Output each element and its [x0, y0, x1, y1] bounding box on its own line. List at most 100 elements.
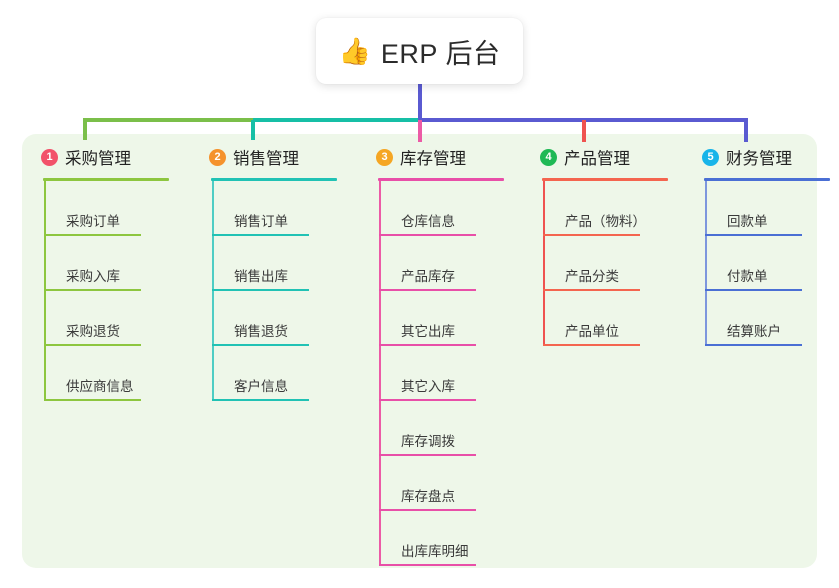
branch-header-2[interactable]: 2 销售管理	[193, 144, 356, 170]
leaf-item-rule	[705, 289, 802, 291]
leaf-item-rule	[705, 344, 802, 346]
leaf-item-label: 产品（物料）	[565, 214, 646, 229]
leaf-item-label: 结算账户	[727, 324, 781, 339]
branch-title-5: 财务管理	[726, 150, 792, 168]
leaf-item[interactable]: 销售订单	[212, 181, 356, 236]
leaf-item[interactable]: 出库库明细	[379, 511, 523, 566]
branch-title-3: 库存管理	[400, 150, 466, 168]
branch-stem-5	[705, 181, 707, 346]
leaf-item-label: 库存调拨	[401, 434, 455, 449]
leaf-item-rule	[379, 289, 476, 291]
branch-leaf-list-4: 产品（物料） 产品分类产品单位	[524, 181, 687, 346]
leaf-item-rule	[44, 289, 141, 291]
leaf-item-rule	[379, 344, 476, 346]
leaf-item[interactable]: 供应商信息	[44, 346, 188, 401]
leaf-item[interactable]: 采购退货	[44, 291, 188, 346]
branch-header-3[interactable]: 3 库存管理	[360, 144, 523, 170]
leaf-item-label: 销售退货	[234, 324, 288, 339]
branch-title-4: 产品管理	[564, 150, 630, 168]
branch-header-1[interactable]: 1 采购管理	[25, 144, 188, 170]
leaf-item[interactable]: 库存盘点	[379, 456, 523, 511]
leaf-item-rule	[379, 399, 476, 401]
branch-column-2: 2 销售管理 销售订单销售出库销售退货客户信息	[193, 144, 356, 401]
leaf-item-label: 产品单位	[565, 324, 619, 339]
leaf-item-label: 客户信息	[234, 379, 288, 394]
leaf-item-label: 仓库信息	[401, 214, 455, 229]
leaf-item-rule	[705, 234, 802, 236]
leaf-item-label: 其它入库	[401, 379, 455, 394]
leaf-item-label: 其它出库	[401, 324, 455, 339]
branch-number-badge-2: 2	[209, 148, 226, 166]
leaf-item[interactable]: 销售退货	[212, 291, 356, 346]
branch-rule-1	[43, 178, 169, 181]
branch-leaf-list-5: 回款单付款单结算账户	[686, 181, 839, 346]
branch-rule-4	[542, 178, 668, 181]
leaf-item-label: 回款单	[727, 214, 768, 229]
leaf-item[interactable]: 其它出库	[379, 291, 523, 346]
branch-rule-2	[211, 178, 337, 181]
leaf-item[interactable]: 仓库信息	[379, 181, 523, 236]
leaf-item-rule	[212, 344, 309, 346]
leaf-item-label: 采购入库	[66, 269, 120, 284]
leaf-item-rule	[212, 399, 309, 401]
branch-header-4[interactable]: 4 产品管理	[524, 144, 687, 170]
leaf-item-label: 库存盘点	[401, 489, 455, 504]
leaf-item[interactable]: 销售出库	[212, 236, 356, 291]
leaf-item-rule	[212, 234, 309, 236]
root-title-text: ERP 后台	[380, 38, 501, 69]
branch-header-5[interactable]: 5 财务管理	[686, 144, 839, 170]
branch-leaf-list-1: 采购订单采购入库采购退货供应商信息	[25, 181, 188, 401]
leaf-item-label: 销售出库	[234, 269, 288, 284]
leaf-item-label: 供应商信息	[66, 379, 134, 394]
leaf-item-label: 产品分类	[565, 269, 619, 284]
leaf-item[interactable]: 回款单	[705, 181, 839, 236]
branch-column-5: 5 财务管理 回款单付款单结算账户	[686, 144, 839, 346]
branch-leaf-list-3: 仓库信息产品库存其它出库其它入库库存调拨库存盘点出库库明细	[360, 181, 523, 566]
branch-rule-3	[378, 178, 504, 181]
branch-number-badge-3: 3	[376, 148, 393, 166]
branch-leaf-list-2: 销售订单销售出库销售退货客户信息	[193, 181, 356, 401]
branch-stem-3	[379, 181, 381, 566]
leaf-item[interactable]: 客户信息	[212, 346, 356, 401]
branch-number-badge-1: 1	[41, 148, 58, 166]
leaf-item-rule	[543, 344, 640, 346]
root-title-card[interactable]: 👍 ERP 后台	[316, 18, 523, 84]
leaf-item[interactable]: 结算账户	[705, 291, 839, 346]
leaf-item-label: 销售订单	[234, 214, 288, 229]
leaf-item[interactable]: 付款单	[705, 236, 839, 291]
leaf-item-rule	[44, 399, 141, 401]
leaf-item[interactable]: 库存调拨	[379, 401, 523, 456]
leaf-item[interactable]: 产品库存	[379, 236, 523, 291]
leaf-item-rule	[44, 234, 141, 236]
leaf-item-label: 出库库明细	[401, 544, 469, 559]
leaf-item[interactable]: 采购入库	[44, 236, 188, 291]
leaf-item-rule	[379, 454, 476, 456]
leaf-item-rule	[379, 234, 476, 236]
leaf-item-rule	[379, 509, 476, 511]
branch-stem-1	[44, 181, 46, 401]
branch-stem-2	[212, 181, 214, 401]
branch-column-1: 1 采购管理 采购订单采购入库采购退货供应商信息	[25, 144, 188, 401]
leaf-item[interactable]: 产品（物料）	[543, 181, 687, 236]
leaf-item[interactable]: 采购订单	[44, 181, 188, 236]
leaf-item-label: 采购订单	[66, 214, 120, 229]
branch-column-4: 4 产品管理 产品（物料） 产品分类产品单位	[524, 144, 687, 346]
branch-number-badge-4: 4	[540, 148, 557, 166]
branch-column-3: 3 库存管理 仓库信息产品库存其它出库其它入库库存调拨库存盘点出库库明细	[360, 144, 523, 566]
thumbs-up-icon: 👍	[338, 36, 371, 66]
branch-title-1: 采购管理	[65, 150, 131, 168]
leaf-item-rule	[543, 234, 640, 236]
leaf-item-rule	[543, 289, 640, 291]
branch-number-badge-5: 5	[702, 148, 719, 166]
branch-rule-5	[704, 178, 830, 181]
leaf-item[interactable]: 产品分类	[543, 236, 687, 291]
leaf-item-rule	[44, 344, 141, 346]
leaf-item[interactable]: 其它入库	[379, 346, 523, 401]
leaf-item[interactable]: 产品单位	[543, 291, 687, 346]
branch-stem-4	[543, 181, 545, 346]
branches-background-panel	[22, 134, 817, 568]
branch-title-2: 销售管理	[233, 150, 299, 168]
leaf-item-label: 采购退货	[66, 324, 120, 339]
leaf-item-label: 付款单	[727, 269, 768, 284]
